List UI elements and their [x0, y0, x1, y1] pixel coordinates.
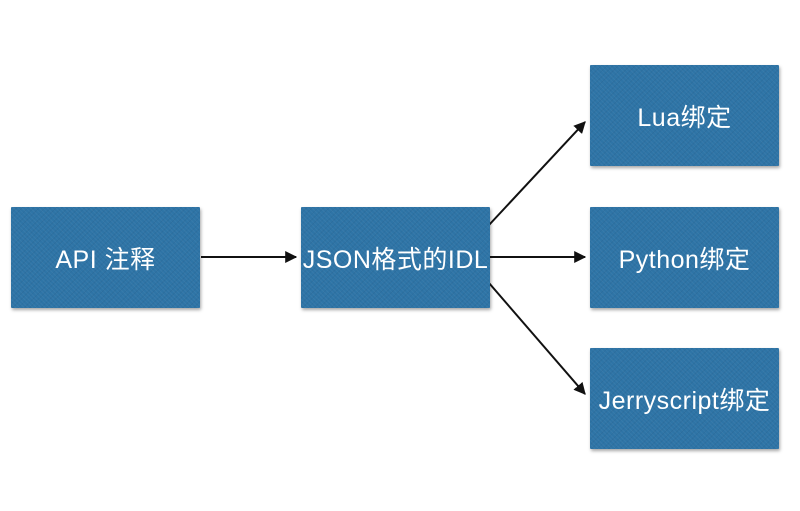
- node-python-binding: Python绑定: [590, 207, 779, 308]
- node-json-idl: JSON格式的IDL: [301, 207, 490, 308]
- node-api-annotation-label: API 注释: [55, 245, 156, 274]
- node-lua-binding: Lua绑定: [590, 65, 779, 166]
- node-lua-binding-label: Lua绑定: [637, 103, 732, 132]
- arrow-idl-to-jerryscript: [488, 282, 586, 395]
- node-python-binding-label: Python绑定: [618, 245, 751, 274]
- node-jerryscript-binding: Jerryscript绑定: [590, 348, 779, 449]
- arrow-idl-to-lua: [488, 121, 586, 226]
- node-api-annotation: API 注释: [11, 207, 200, 308]
- node-json-idl-label: JSON格式的IDL: [302, 245, 489, 274]
- node-jerryscript-binding-label: Jerryscript绑定: [598, 386, 771, 415]
